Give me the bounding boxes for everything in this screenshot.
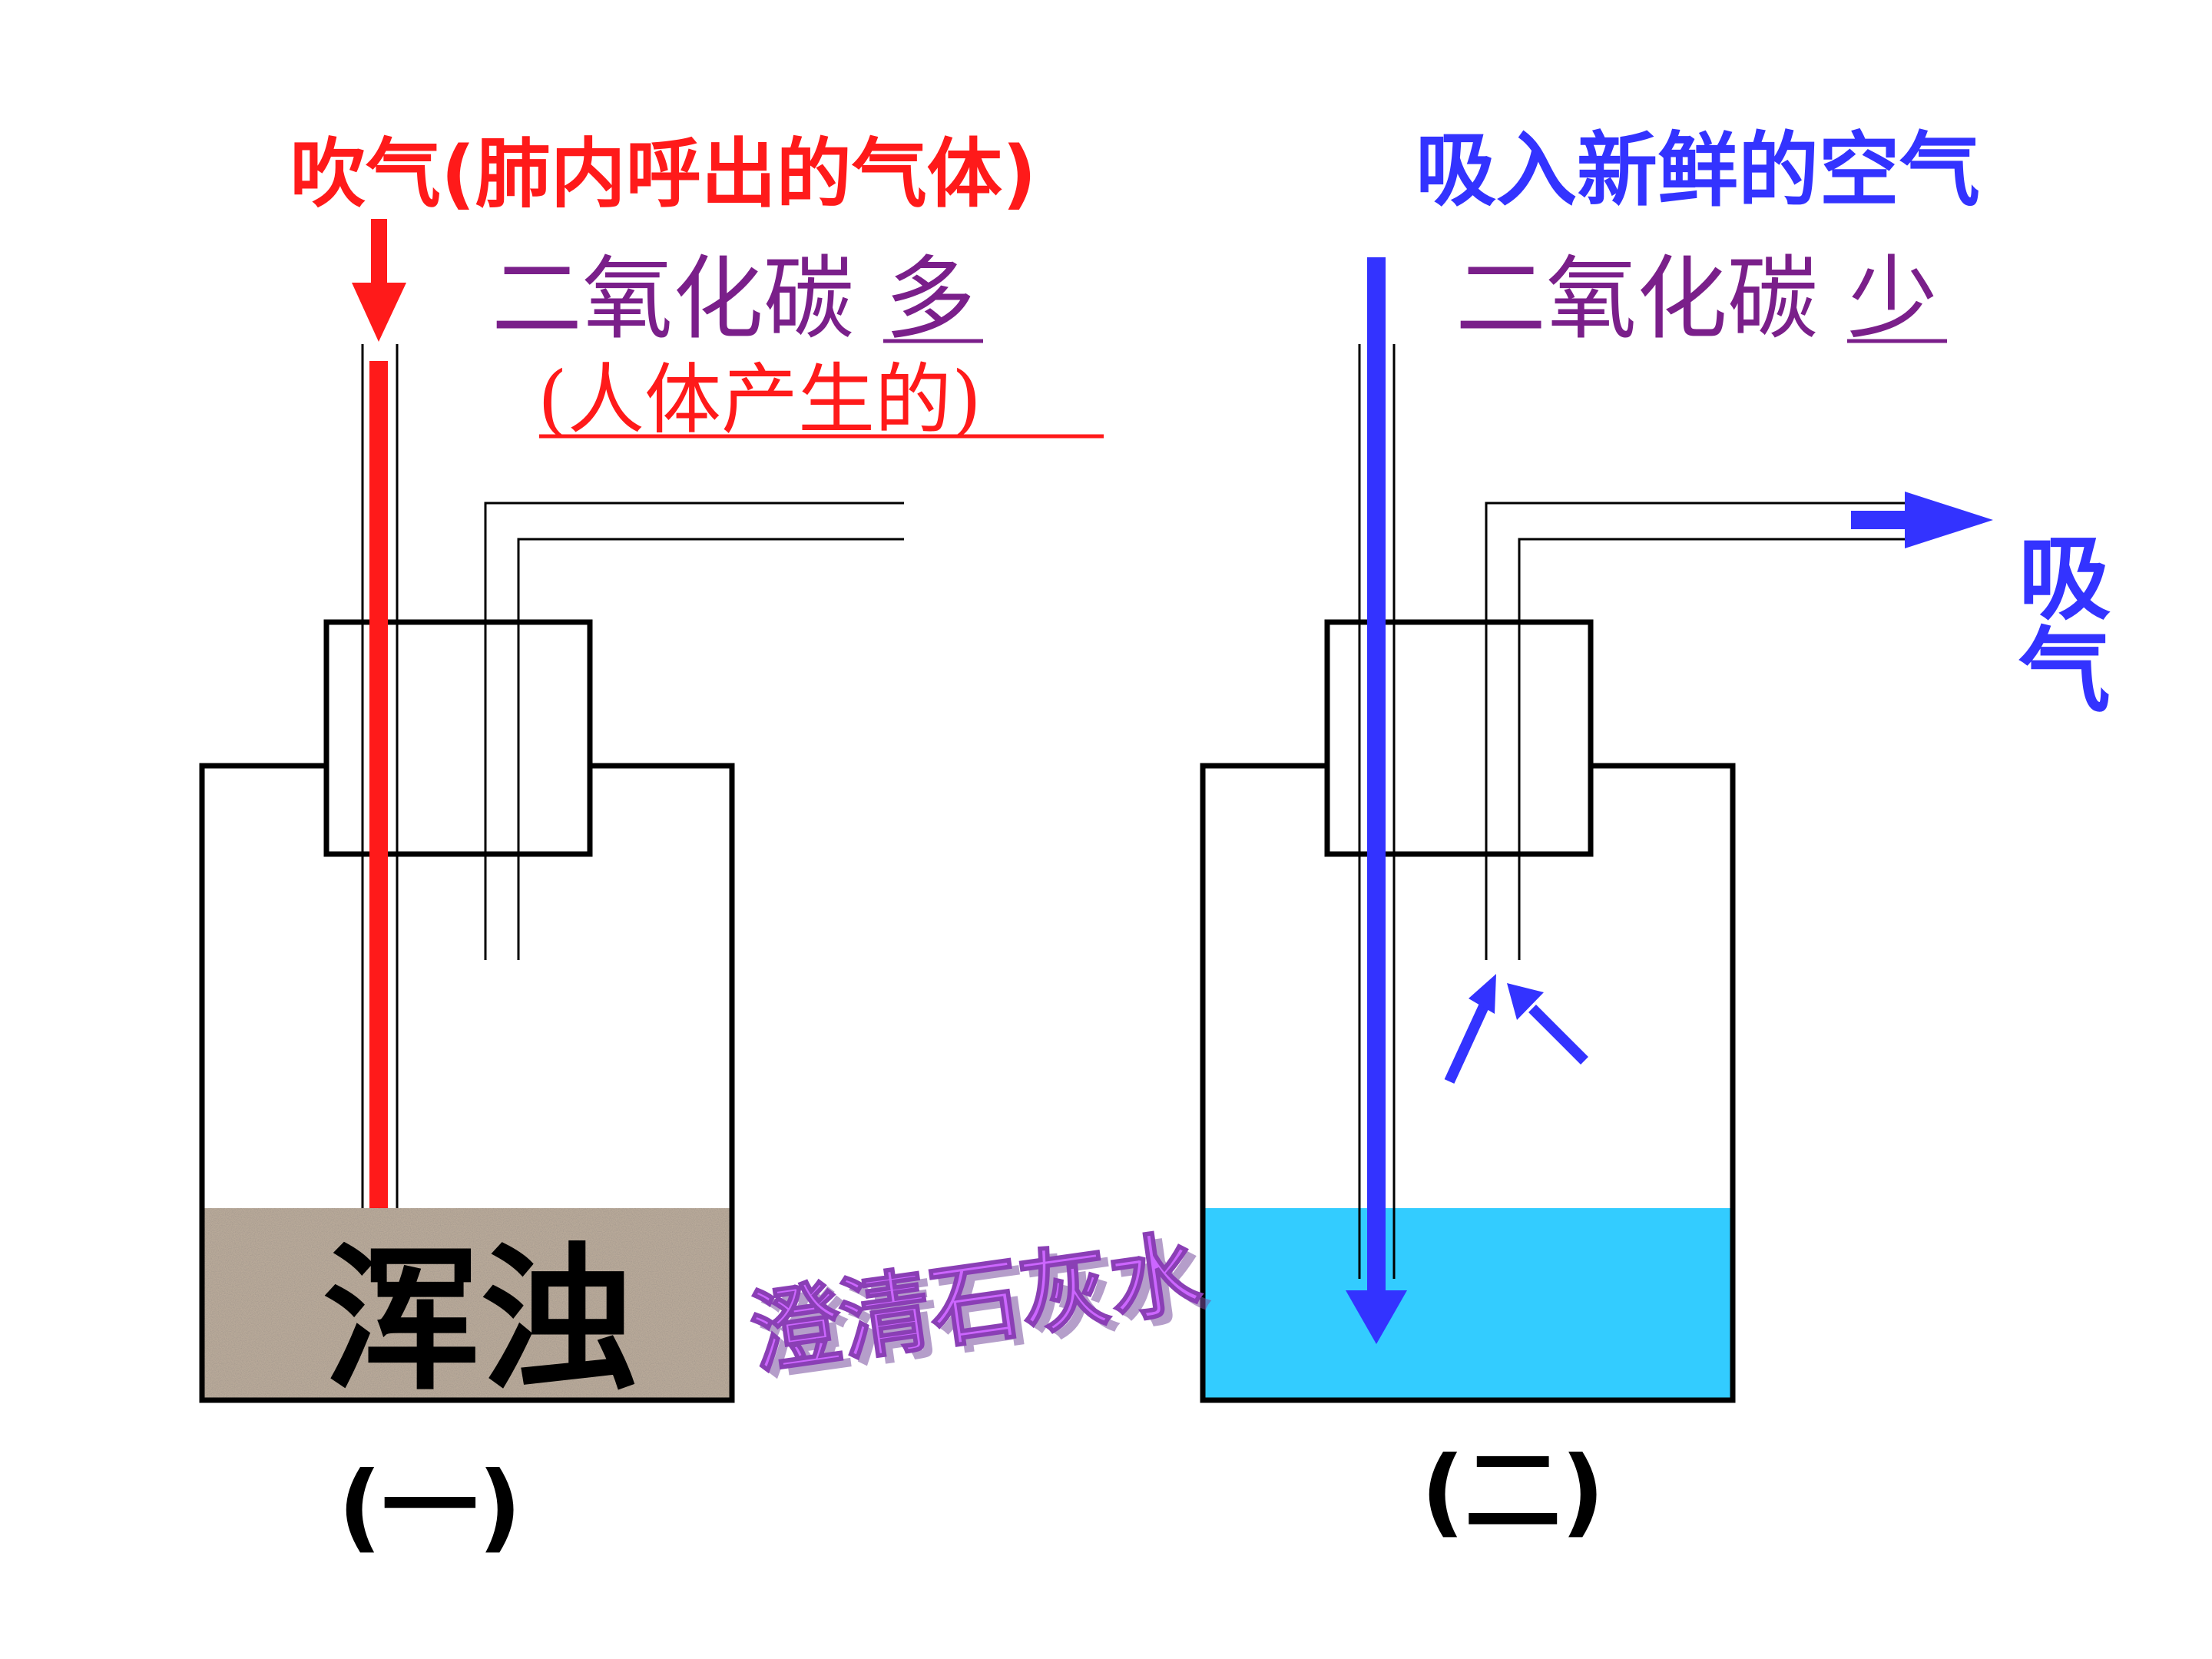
inhale-title: 吸入新鲜的空气 xyxy=(1416,124,1980,217)
turbid-label: 浑浊 xyxy=(323,1230,637,1412)
exhale-title: 吹气(肺内呼出的气体) xyxy=(290,131,1037,218)
inhale-down-arrow-icon xyxy=(1346,257,1407,1344)
clear-limewater xyxy=(1204,1208,1732,1400)
left-stopper xyxy=(323,619,593,857)
left-apparatus xyxy=(199,219,904,1403)
outflow-right-arrow-icon xyxy=(1851,492,1993,548)
right-apparatus xyxy=(1200,257,1993,1403)
turbid-limewater xyxy=(203,1208,731,1400)
right-caption: (二) xyxy=(1421,1436,1604,1548)
right-co2-prefix: 二氧化碳 xyxy=(1455,246,1818,352)
left-bottle xyxy=(199,763,735,1403)
left-caption: (一) xyxy=(338,1452,522,1563)
exhaled-air-flow xyxy=(369,361,388,1208)
limewater-label: 澄清石灰水 澄清石灰水 xyxy=(742,1217,1216,1393)
air-rising-arrows-icon xyxy=(1444,974,1588,1084)
left-co2-prefix: 二氧化碳 xyxy=(492,246,854,352)
suction-label-top: 吸 xyxy=(2018,526,2111,633)
right-stopper xyxy=(1324,619,1594,857)
right-bottle xyxy=(1200,763,1736,1403)
left-co2-level: 多 xyxy=(885,246,975,352)
human-produced-note: (人体产生的) xyxy=(538,355,982,445)
right-co2-level: 少 xyxy=(1847,246,1938,352)
suction-label-bottom: 气 xyxy=(2018,618,2111,725)
exhale-down-arrow-icon xyxy=(352,219,406,342)
